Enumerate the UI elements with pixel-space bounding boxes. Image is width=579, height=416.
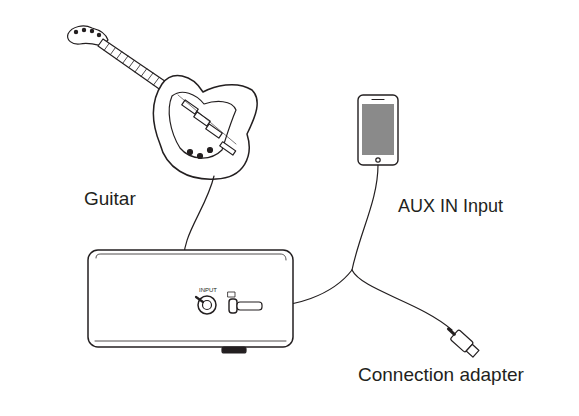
aux-cable: [352, 165, 378, 270]
fret: [154, 77, 160, 85]
jack-label: INPUT: [199, 287, 217, 294]
guitar-body: [154, 76, 258, 180]
input-jack: [198, 296, 216, 314]
aux-jack: [229, 299, 237, 313]
fret: [117, 52, 122, 59]
pickguard: [169, 92, 236, 158]
fret: [104, 43, 109, 50]
fret: [141, 69, 147, 77]
aux-label: AUX IN Input: [398, 197, 503, 217]
usb-adapter: [444, 324, 480, 358]
phone: [358, 95, 398, 165]
adapter-cable: [352, 270, 452, 330]
fret: [147, 73, 153, 81]
fret: [129, 60, 134, 67]
adapter-label: Connection adapter: [358, 365, 524, 386]
fret: [123, 56, 128, 63]
fret: [135, 65, 141, 73]
guitar-label: Guitar: [84, 189, 136, 210]
amplifier: [88, 250, 293, 347]
fret: [110, 48, 115, 55]
